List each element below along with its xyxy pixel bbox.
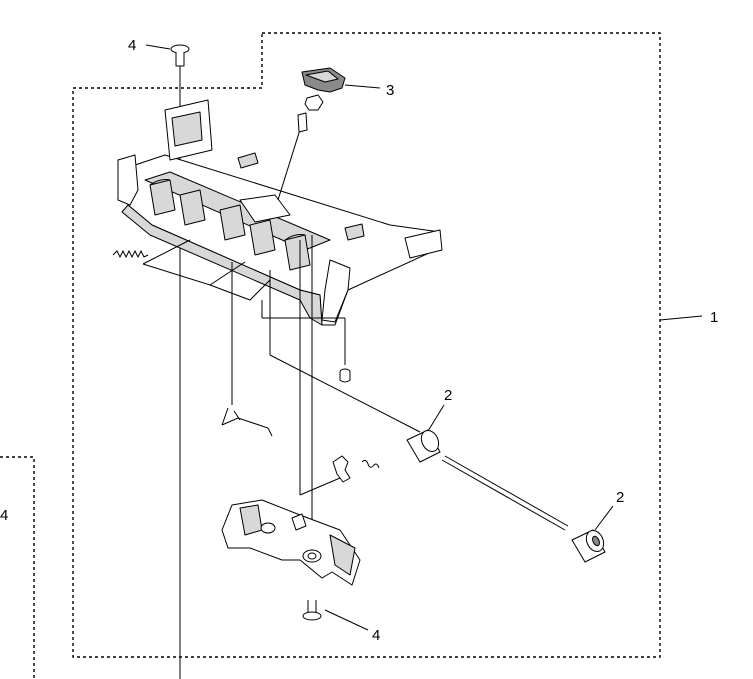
leader-2-lower (594, 505, 614, 531)
leader-4-bottom (324, 609, 369, 631)
screw-bottom (302, 600, 322, 621)
leader-3 (344, 84, 381, 89)
lever-part (297, 67, 346, 133)
drive-shaft (441, 455, 569, 531)
spring-part (112, 249, 149, 259)
callout-4-edge: 4 (0, 507, 8, 524)
callout-2-upper: 2 (444, 387, 452, 404)
callout-4-top: 4 (128, 37, 136, 54)
roller-lower (571, 529, 606, 563)
leader-4-top (145, 44, 171, 50)
pickup-frame (117, 99, 443, 326)
small-bushing (339, 368, 351, 383)
arm-spring (332, 455, 380, 483)
wire-clip (221, 407, 273, 437)
leader-1 (659, 315, 703, 321)
spring-leader-lines (142, 239, 271, 301)
assembly-boundary (72, 32, 661, 658)
roller-upper (406, 429, 441, 463)
adjacent-assembly-boundary (0, 456, 35, 679)
callout-3: 3 (386, 82, 394, 99)
screw-top (170, 44, 190, 67)
callout-2-lower: 2 (616, 489, 624, 506)
guide-lines (231, 119, 421, 545)
callout-1: 1 (710, 309, 718, 326)
leader-2-upper (427, 404, 445, 432)
callout-4-bottom: 4 (372, 627, 380, 644)
bottom-bracket (221, 499, 361, 586)
